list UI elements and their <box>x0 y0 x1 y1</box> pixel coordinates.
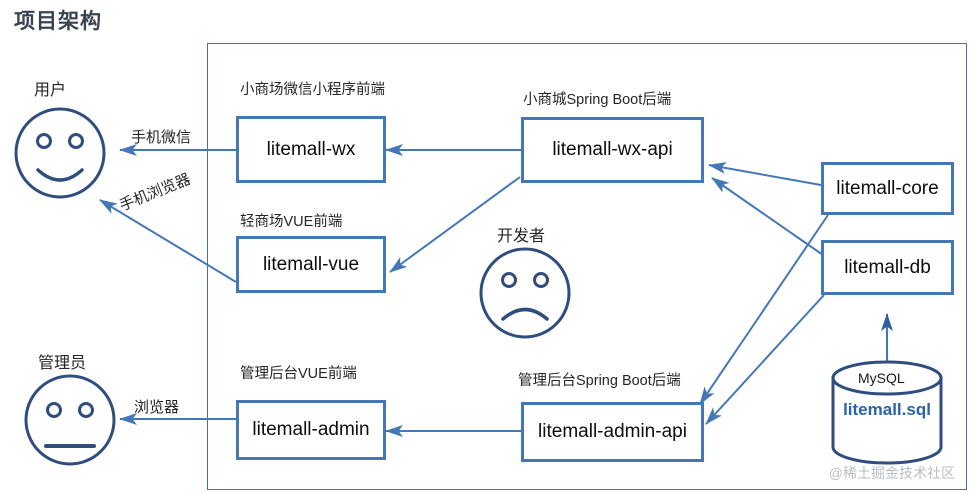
actor-label-admin: 管理员 <box>38 355 87 372</box>
caption-litemall-admin: 管理后台VUE前端 <box>240 366 357 382</box>
node-label-litemall-wx-api: litemall-wx-api <box>552 139 673 160</box>
node-label-litemall-wx: litemall-wx <box>266 138 356 160</box>
actor-label-user: 用户 <box>34 82 67 99</box>
caption-litemall-wx-api: 小商城Spring Boot后端 <box>523 92 672 108</box>
node-label-litemall-db: litemall-db <box>844 256 931 278</box>
node-litemall-admin[interactable]: litemall-admin <box>236 400 386 460</box>
edge-label-admin-to-admin-actor: 浏览器 <box>134 399 180 416</box>
connector-wxapi-to-vue <box>389 176 521 273</box>
caption-litemall-wx: 小商场微信小程序前端 <box>240 82 385 98</box>
system-boundary-frame <box>207 43 967 490</box>
node-litemall-wx-api[interactable]: litemall-wx-api <box>521 117 704 183</box>
connector-core-to-adminapi <box>699 214 829 405</box>
caption-litemall-vue: 轻商场VUE前端 <box>240 214 343 230</box>
actor-label-developer: 开发者 <box>497 228 546 245</box>
connector-vue-to-user <box>99 199 237 283</box>
edge-label-wx-to-user: 手机微信 <box>131 129 192 146</box>
caption-litemall-admin-api: 管理后台Spring Boot后端 <box>518 373 681 389</box>
node-litemall-core[interactable]: litemall-core <box>821 162 954 215</box>
connector-core-to-wxapi <box>708 162 822 186</box>
node-litemall-admin-api[interactable]: litemall-admin-api <box>521 402 704 462</box>
connector-db-to-adminapi <box>705 294 825 425</box>
node-label-litemall-admin-api: litemall-admin-api <box>538 421 687 442</box>
database-name-label: MySQL <box>858 370 905 386</box>
node-litemall-wx[interactable]: litemall-wx <box>236 116 386 183</box>
node-litemall-vue[interactable]: litemall-vue <box>236 236 386 293</box>
connector-db-to-wxapi <box>711 177 824 256</box>
node-litemall-db[interactable]: litemall-db <box>821 240 954 295</box>
node-label-litemall-core: litemall-core <box>836 177 939 199</box>
database-file-label: litemall.sql <box>843 400 931 419</box>
node-label-litemall-vue: litemall-vue <box>262 253 360 275</box>
page-title: 项目架构 <box>14 10 102 33</box>
node-label-litemall-admin: litemall-admin <box>252 419 370 440</box>
watermark: @稀土掘金技术社区 <box>828 465 955 481</box>
